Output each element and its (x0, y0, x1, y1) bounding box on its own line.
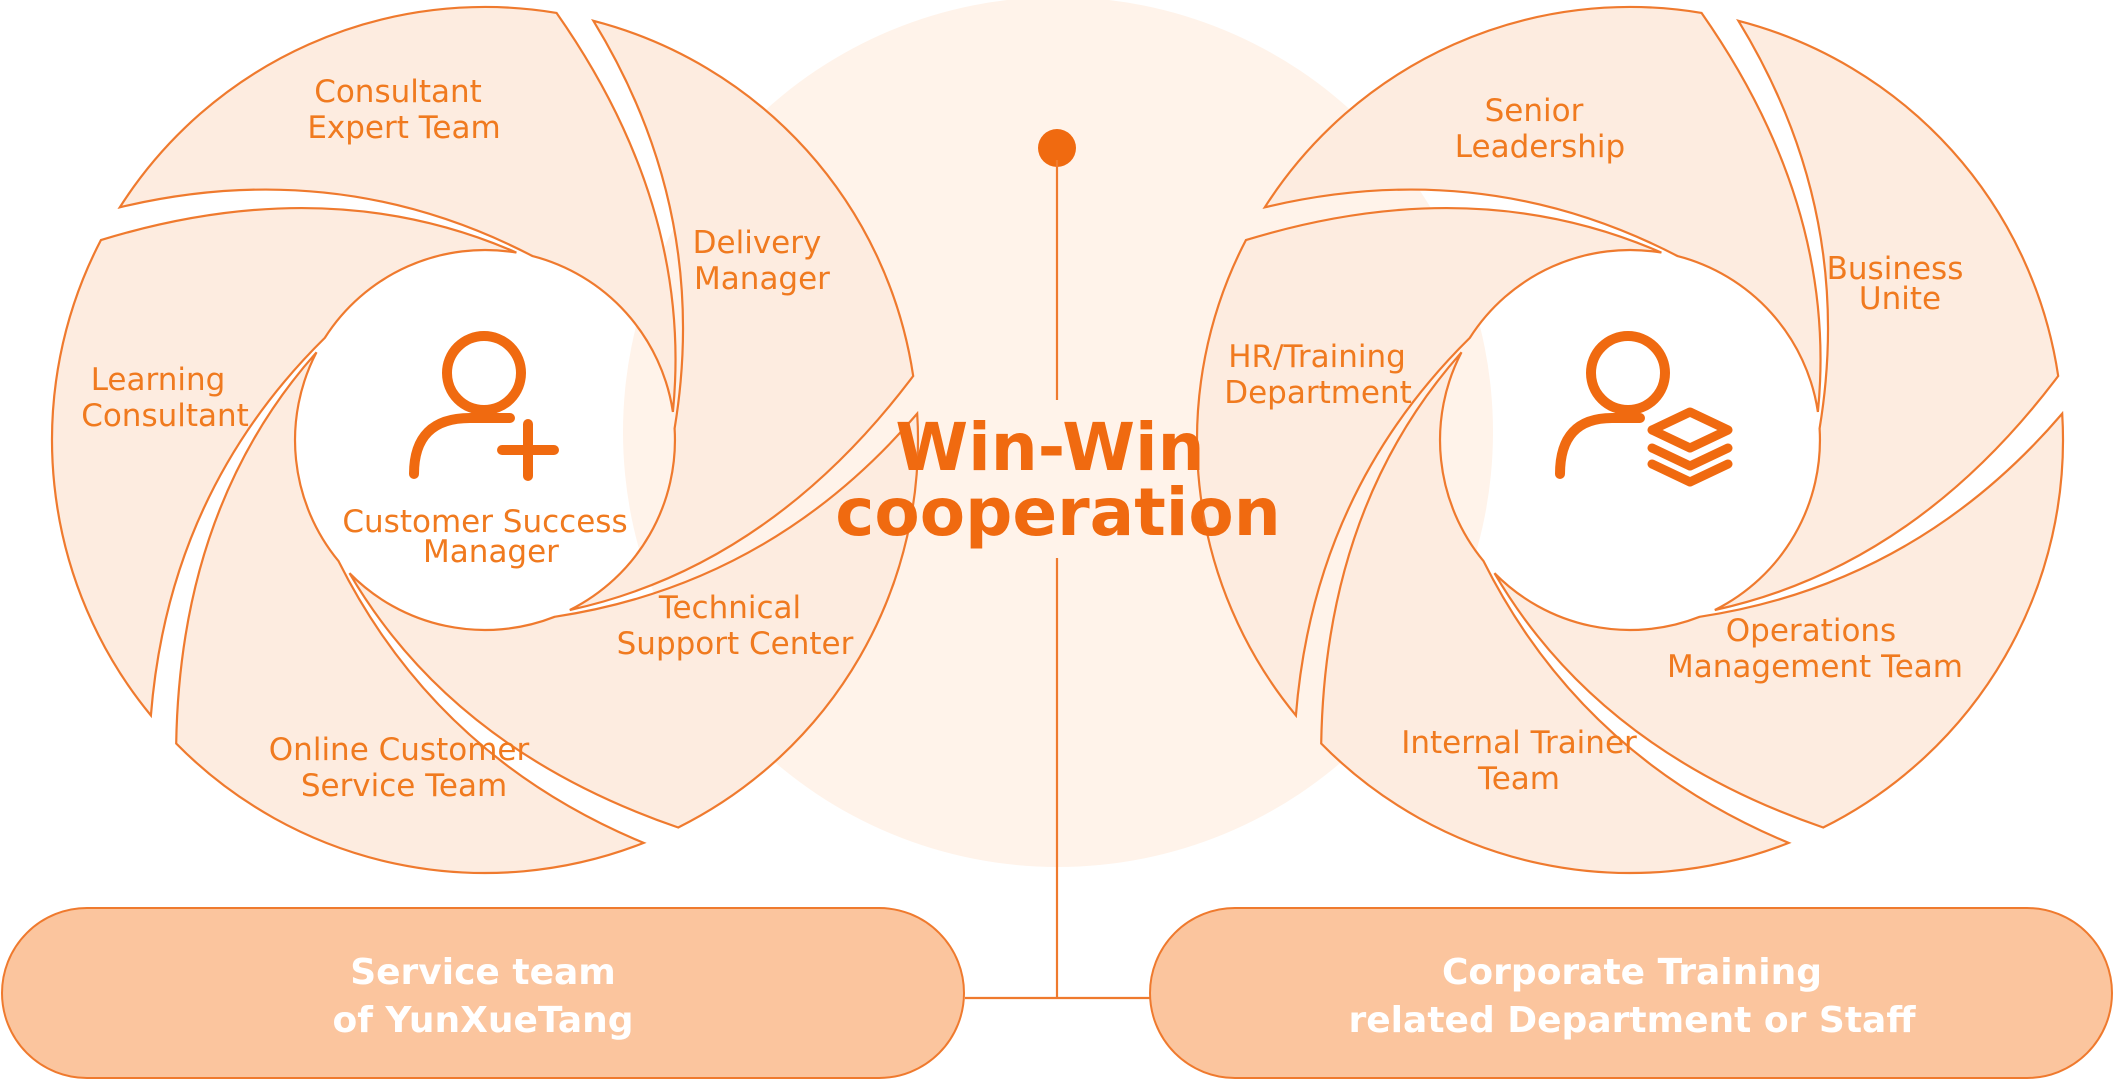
left-blade-2 (348, 410, 920, 829)
right-blade-0 (1262, 5, 1822, 413)
left-blade-3 (175, 351, 647, 875)
right-blade-4 (1195, 207, 1662, 719)
right-pill-line2: related Department or Staff (1349, 1000, 1917, 1041)
left-blade-1 (569, 19, 915, 612)
right-segment-0-line1: Senior (1485, 93, 1584, 129)
left-pill (1, 907, 965, 1079)
right-segment-1-line2: Unite (1859, 281, 1941, 317)
right-segment-3-line1: Internal Trainer (1401, 725, 1637, 761)
right-segment-1-line1: Business (1827, 251, 1964, 287)
right-segment-2-line1: Operations (1726, 613, 1896, 649)
left-center-label-line2: Manager (423, 534, 559, 570)
left-pill-line2: of YunXueTang (332, 1000, 633, 1041)
right-blade-2 (1493, 410, 2065, 829)
left-segment-2-line1: Technical (658, 590, 801, 626)
right-wheel (1195, 5, 2065, 875)
left-blade-0 (117, 5, 677, 413)
right-segment-2-line2: Management Team (1667, 649, 1963, 685)
left-segment-1-line1: Delivery (693, 225, 822, 261)
left-segment-4-line2: Consultant (81, 398, 249, 434)
person-add-icon (409, 331, 559, 481)
person-layers-icon (1555, 331, 1733, 487)
left-wheel (50, 5, 920, 875)
left-segment-0-line1: Consultant (314, 74, 482, 110)
right-segment-3-line2: Team (1477, 761, 1560, 797)
right-segment-4-line1: HR/Training (1228, 339, 1406, 375)
left-segment-3-line1: Online Customer (269, 732, 530, 768)
title-line-1: Win-Win (895, 409, 1204, 486)
right-blade-1 (1714, 19, 2060, 612)
right-pill (1149, 907, 2113, 1079)
right-blade-3 (1320, 351, 1792, 875)
right-segment-4-line2: Department (1224, 375, 1412, 411)
left-segment-2-line2: Support Center (617, 626, 854, 662)
left-segment-4-line1: Learning (91, 362, 226, 398)
right-pill-line1: Corporate Training (1442, 952, 1822, 993)
left-segment-1-line2: Manager (694, 261, 830, 297)
left-center-label-line1: Customer Success (342, 504, 627, 540)
left-segment-3-line2: Service Team (301, 768, 507, 804)
connector-dot (1038, 129, 1076, 167)
right-segment-0-line2: Leadership (1455, 129, 1625, 165)
left-segment-0-line2: Expert Team (307, 110, 500, 146)
title-line-2: cooperation (835, 474, 1280, 551)
left-blade-4 (50, 207, 517, 719)
left-pill-line1: Service team (350, 952, 616, 993)
